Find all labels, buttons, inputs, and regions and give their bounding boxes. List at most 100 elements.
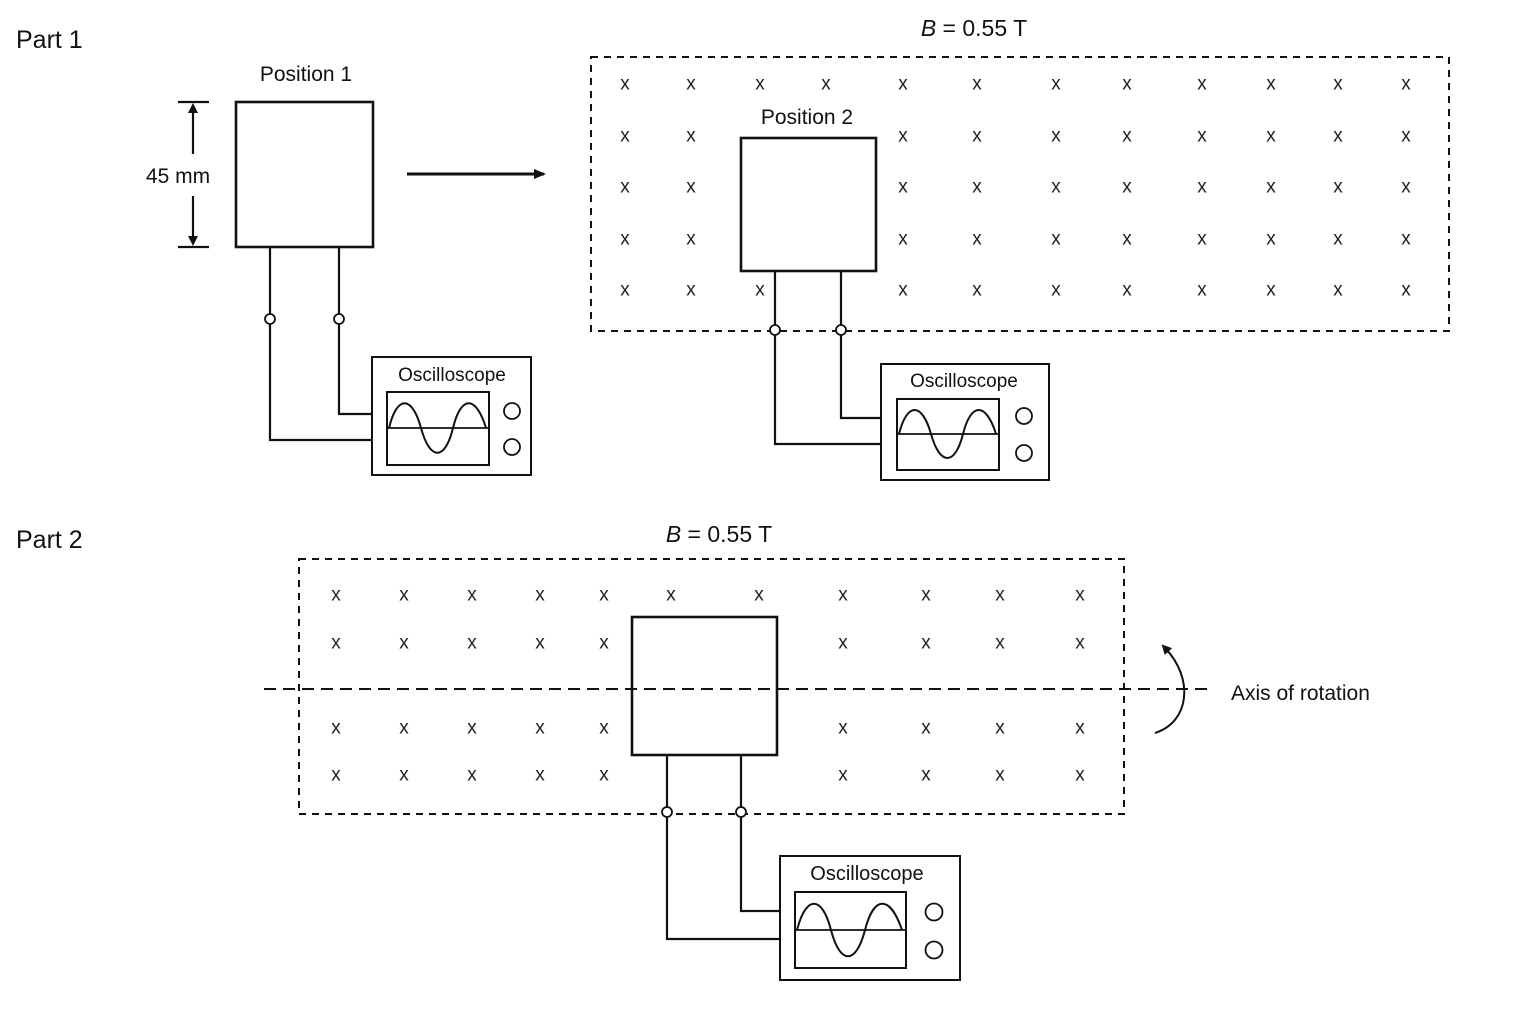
field-cross: x <box>331 765 341 786</box>
field-strength-label-2: B = 0.55 T <box>666 521 772 547</box>
field-cross: x <box>921 633 931 654</box>
field-cross: x <box>1333 177 1343 198</box>
oscilloscope-label: Oscilloscope <box>810 863 923 885</box>
oscilloscope-label: Oscilloscope <box>398 365 506 386</box>
field-strength-label-1: B = 0.55 T <box>921 15 1027 41</box>
field-cross: x <box>1401 126 1411 147</box>
field-cross: x <box>898 229 908 250</box>
oscilloscope-label: Oscilloscope <box>910 371 1018 392</box>
sine-wave <box>388 402 487 454</box>
field-cross: x <box>995 718 1005 739</box>
field-cross: x <box>1051 74 1061 95</box>
field-cross: x <box>535 585 545 606</box>
field-cross: x <box>921 585 931 606</box>
field-cross: x <box>921 765 931 786</box>
field-cross: x <box>1051 177 1061 198</box>
field-cross: x <box>972 126 982 147</box>
field-cross: x <box>1075 765 1085 786</box>
oscilloscope-2 <box>880 363 1050 481</box>
field-cross: x <box>467 718 477 739</box>
field-cross: x <box>754 585 764 606</box>
field-cross: x <box>972 280 982 301</box>
field-cross: x <box>599 633 609 654</box>
scope-knob <box>503 402 521 420</box>
field-cross: x <box>399 765 409 786</box>
scope-knob <box>1015 407 1033 425</box>
field-cross: x <box>821 74 831 95</box>
coil2-leads <box>773 271 897 446</box>
dimension-label: 45 mm <box>146 165 210 188</box>
oscilloscope-1 <box>371 356 532 476</box>
field-cross: x <box>599 585 609 606</box>
terminal <box>769 324 781 336</box>
field-cross: x <box>972 74 982 95</box>
part1-heading: Part 1 <box>16 26 83 54</box>
field-cross: x <box>1122 74 1132 95</box>
field-cross: x <box>1266 126 1276 147</box>
field-cross: x <box>972 177 982 198</box>
field-cross: x <box>1197 280 1207 301</box>
field-cross: x <box>686 74 696 95</box>
field-cross: x <box>1197 74 1207 95</box>
field-cross: x <box>620 74 630 95</box>
terminal <box>661 806 673 818</box>
scope-knob <box>1015 444 1033 462</box>
position2-label: Position 2 <box>761 106 853 129</box>
field-cross: x <box>838 585 848 606</box>
field-cross: x <box>1197 126 1207 147</box>
field-cross: x <box>995 765 1005 786</box>
coil-position2 <box>739 136 878 273</box>
field-cross: x <box>467 765 477 786</box>
terminal <box>835 324 847 336</box>
field-cross: x <box>399 718 409 739</box>
field-cross: x <box>666 585 676 606</box>
field-cross: x <box>1122 280 1132 301</box>
terminal <box>735 806 747 818</box>
field-cross: x <box>1051 229 1061 250</box>
field-cross: x <box>1333 229 1343 250</box>
rotation-arrow <box>1154 644 1186 734</box>
terminal <box>264 313 276 325</box>
field-cross: x <box>1266 280 1276 301</box>
field-cross: x <box>331 585 341 606</box>
field-cross: x <box>838 633 848 654</box>
field-cross: x <box>1075 633 1085 654</box>
field-cross: x <box>995 585 1005 606</box>
field-cross: x <box>1051 280 1061 301</box>
sine-wave <box>796 902 903 958</box>
field-cross: x <box>1401 177 1411 198</box>
field-cross: x <box>898 177 908 198</box>
oscilloscope-3 <box>779 855 961 981</box>
field-cross: x <box>620 126 630 147</box>
dimension-arrow <box>178 100 209 249</box>
field-cross: x <box>467 633 477 654</box>
field-cross: x <box>467 585 477 606</box>
field-cross: x <box>1333 280 1343 301</box>
field-cross: x <box>1266 177 1276 198</box>
field-cross: x <box>898 280 908 301</box>
field-cross: x <box>1122 177 1132 198</box>
scope-knob <box>503 438 521 456</box>
scope-knob <box>924 940 944 960</box>
field-cross: x <box>620 229 630 250</box>
field-cross: x <box>972 229 982 250</box>
magnetic-field-region-2 <box>298 558 1125 815</box>
field-cross: x <box>1266 74 1276 95</box>
field-cross: x <box>535 718 545 739</box>
field-cross: x <box>1051 126 1061 147</box>
field-cross: x <box>535 765 545 786</box>
field-cross: x <box>620 177 630 198</box>
field-cross: x <box>686 280 696 301</box>
field-cross: x <box>1122 126 1132 147</box>
field-cross: x <box>1075 718 1085 739</box>
scope-knob <box>924 902 944 922</box>
coil-position1 <box>234 100 375 249</box>
field-cross: x <box>686 126 696 147</box>
field-cross: x <box>1075 585 1085 606</box>
field-cross: x <box>399 585 409 606</box>
coil3-leads <box>665 755 795 941</box>
field-cross: x <box>1266 229 1276 250</box>
